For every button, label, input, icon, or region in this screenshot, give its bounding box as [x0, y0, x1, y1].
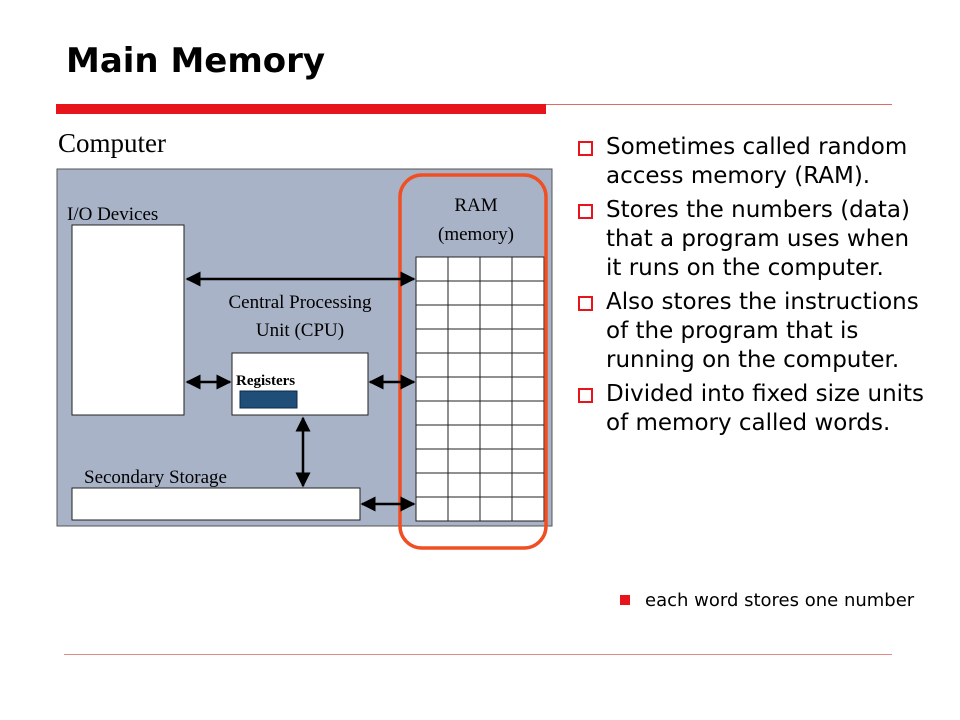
- ram-cell: [479, 280, 513, 306]
- ram-cell: [447, 496, 481, 522]
- hollow-square-bullet-icon: [578, 204, 593, 219]
- footer-rule: [64, 654, 892, 655]
- bullet-text: Also stores the instructions of the prog…: [606, 289, 919, 373]
- ram-cell: [511, 256, 545, 282]
- ram-grid: [415, 256, 545, 522]
- ram-cell: [511, 352, 545, 378]
- ram-cell: [479, 304, 513, 330]
- ram-cell: [479, 256, 513, 282]
- ram-cell: [511, 472, 545, 498]
- ram-label-line2: (memory): [438, 224, 514, 245]
- ram-cell: [511, 280, 545, 306]
- ram-cell: [415, 256, 449, 282]
- ram-cell: [447, 376, 481, 402]
- ram-cell: [415, 448, 449, 474]
- ram-cell: [511, 424, 545, 450]
- ram-cell: [447, 304, 481, 330]
- ram-cell: [479, 352, 513, 378]
- sub-bullet-list: each word stores one number: [620, 589, 920, 612]
- ram-cell: [511, 400, 545, 426]
- ram-cell: [447, 400, 481, 426]
- ram-cell: [479, 448, 513, 474]
- ram-cell: [415, 424, 449, 450]
- hollow-square-bullet-icon: [578, 388, 593, 403]
- ram-cell: [511, 376, 545, 402]
- ram-cell: [511, 304, 545, 330]
- ram-cell: [447, 280, 481, 306]
- sub-bullet-text: each word stores one number: [645, 590, 915, 611]
- title-accent-bar: [56, 104, 546, 114]
- bullet-item: Divided into fixed size units of memory …: [578, 380, 928, 438]
- slide-title: Main Memory: [66, 41, 326, 81]
- cpu-label-line2: Unit (CPU): [256, 320, 344, 341]
- ram-cell: [479, 496, 513, 522]
- title-rule: [546, 104, 892, 105]
- secondary-storage-box: [71, 487, 361, 521]
- ram-cell: [415, 280, 449, 306]
- bullet-text: Sometimes called random access memory (R…: [606, 134, 908, 189]
- ram-cell: [447, 472, 481, 498]
- bullet-item: Also stores the instructions of the prog…: [578, 288, 928, 375]
- ram-cell: [479, 376, 513, 402]
- ram-highlight: [398, 173, 548, 550]
- ram-cell: [511, 448, 545, 474]
- hollow-square-bullet-icon: [578, 141, 593, 156]
- hollow-square-bullet-icon: [578, 296, 593, 311]
- ram-cell: [479, 472, 513, 498]
- ram-cell: [447, 424, 481, 450]
- ram-cell: [447, 256, 481, 282]
- bullet-item: Sometimes called random access memory (R…: [578, 133, 928, 191]
- bullet-item: Stores the numbers (data) that a program…: [578, 196, 928, 283]
- sub-bullet-item: each word stores one number: [620, 589, 920, 612]
- ram-cell: [415, 328, 449, 354]
- ram-cell: [415, 472, 449, 498]
- ram-cell: [511, 496, 545, 522]
- ram-cell: [447, 352, 481, 378]
- ram-label-line1: RAM: [454, 195, 497, 216]
- ram-cell: [415, 352, 449, 378]
- ram-cell: [447, 328, 481, 354]
- ram-cell: [479, 400, 513, 426]
- ram-cell: [479, 328, 513, 354]
- filled-square-bullet-icon: [620, 595, 630, 605]
- bullet-text: Divided into fixed size units of memory …: [606, 381, 925, 436]
- diagram-title: Computer: [58, 128, 166, 158]
- registers-label: Registers: [236, 373, 295, 389]
- register-block: [239, 390, 298, 409]
- io-devices-label: I/O Devices: [67, 204, 158, 225]
- ram-cell: [415, 376, 449, 402]
- ram-cell: [447, 448, 481, 474]
- secondary-storage-label: Secondary Storage: [84, 467, 227, 488]
- io-devices-box: [71, 224, 185, 416]
- ram-cell: [511, 328, 545, 354]
- bullet-list: Sometimes called random access memory (R…: [578, 133, 928, 443]
- ram-cell: [479, 424, 513, 450]
- bullet-text: Stores the numbers (data) that a program…: [606, 197, 910, 281]
- ram-cell: [415, 400, 449, 426]
- ram-cell: [415, 496, 449, 522]
- ram-cell: [415, 304, 449, 330]
- cpu-label-line1: Central Processing: [228, 292, 372, 313]
